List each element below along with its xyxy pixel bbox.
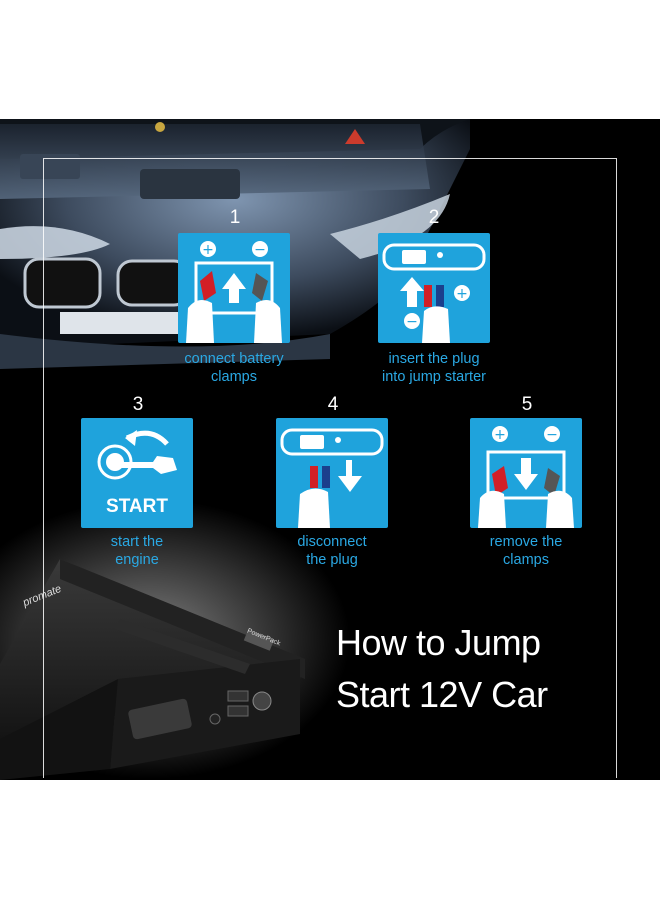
step-2-caption-line2: into jump starter <box>382 369 486 385</box>
step-3-number: 3 <box>132 394 144 415</box>
svg-text:−: − <box>406 314 418 330</box>
battery-clamps-connect-icon: + − <box>186 241 282 343</box>
start-label: START <box>106 496 168 517</box>
svg-text:+: + <box>456 286 468 302</box>
instruction-panel: 1 + − connect battery clamps 2 + − <box>0 119 660 780</box>
step-1-caption-line1: connect battery <box>184 351 284 367</box>
step-5-caption: remove the clamps <box>446 533 606 569</box>
step-1-tile: + − <box>178 233 290 343</box>
headline-line1: How to Jump <box>336 622 541 663</box>
svg-text:+: + <box>494 427 506 443</box>
step-3-tile: START <box>81 418 193 528</box>
headline-line2: Start 12V Car <box>336 674 548 715</box>
step-4-caption-line2: the plug <box>306 552 358 568</box>
step-4-tile <box>276 418 388 528</box>
battery-clamps-remove-icon: + − <box>478 426 574 528</box>
step-5-number: 5 <box>521 394 533 415</box>
step-3-caption: start the engine <box>57 533 217 569</box>
car-front-photo <box>0 119 470 780</box>
insert-plug-icon: + − <box>382 243 486 343</box>
svg-text:−: − <box>254 242 266 258</box>
ignition-key-icon <box>97 430 177 480</box>
step-5-caption-line1: remove the <box>489 534 563 550</box>
jump-starter-device <box>0 559 305 780</box>
step-1-caption: connect battery clamps <box>154 350 314 386</box>
svg-text:−: − <box>546 427 558 443</box>
step-3-caption-line2: engine <box>115 552 159 568</box>
step-4-caption: disconnect the plug <box>252 533 412 569</box>
step-2-caption: insert the plug into jump starter <box>354 350 514 386</box>
step-5-tile: + − <box>470 418 582 528</box>
step-2-caption-line1: insert the plug <box>388 351 480 367</box>
svg-text:+: + <box>202 242 214 258</box>
step-4-number: 4 <box>327 394 339 415</box>
instruction-frame <box>43 158 617 778</box>
step-1-caption-line2: clamps <box>211 369 257 385</box>
step-1-number: 1 <box>229 207 241 228</box>
step-2-tile: + − <box>378 233 490 343</box>
disconnect-plug-icon <box>280 428 384 528</box>
step-3-caption-line1: start the <box>110 534 164 550</box>
step-2-number: 2 <box>428 207 440 228</box>
step-4-caption-line1: disconnect <box>297 534 367 550</box>
step-5-caption-line2: clamps <box>503 552 549 568</box>
